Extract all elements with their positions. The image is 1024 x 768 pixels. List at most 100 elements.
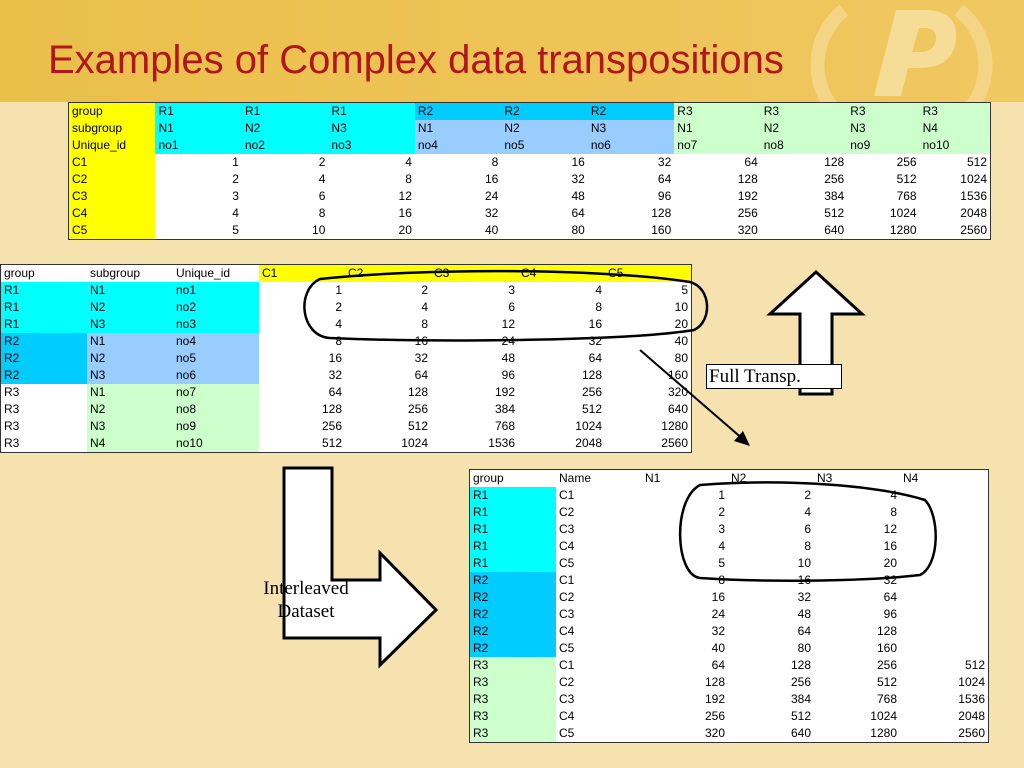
value-cell: 8	[328, 171, 415, 188]
name-cell: C2	[556, 674, 642, 691]
unique-id-cell: no10	[173, 435, 259, 452]
name-cell: C2	[556, 589, 642, 606]
header-cell: no3	[328, 137, 415, 154]
subgroup-cell: N2	[87, 299, 173, 316]
header-cell: no2	[241, 137, 329, 154]
value-cell: 128	[728, 657, 814, 674]
value-cell: 32	[587, 154, 675, 171]
column-header: C4	[518, 265, 605, 282]
header-cell: no6	[587, 137, 675, 154]
group-cell: R2	[470, 572, 556, 589]
value-cell: 5	[155, 222, 242, 239]
row-label-cell: C2	[69, 171, 156, 188]
group-cell: R3	[1, 384, 87, 401]
full-transp-text: Full Transp.	[709, 366, 801, 387]
header-cell: R1	[241, 103, 329, 120]
unique-id-cell: no4	[173, 333, 259, 350]
unique-id-cell: no1	[173, 282, 259, 299]
group-cell: R1	[1, 282, 87, 299]
name-cell: C1	[556, 487, 642, 504]
value-cell: 2560	[605, 435, 691, 452]
value-cell: 512	[814, 674, 900, 691]
value-cell: 128	[674, 171, 761, 188]
value-cell: 512	[847, 171, 920, 188]
name-cell: C5	[556, 640, 642, 657]
row-label-cell: C3	[69, 188, 156, 205]
row-header-cell: subgroup	[69, 120, 156, 137]
value-cell: 64	[674, 154, 761, 171]
column-header: Unique_id	[173, 265, 259, 282]
value-cell: 1280	[847, 222, 920, 239]
value-cell: 64	[345, 367, 431, 384]
full-transp-label: Full Transp.	[706, 364, 842, 389]
value-cell: 1024	[518, 418, 605, 435]
column-header: subgroup	[87, 265, 173, 282]
value-cell: 5	[642, 555, 728, 572]
value-cell: 96	[814, 606, 900, 623]
group-cell: R2	[1, 367, 87, 384]
value-cell: 128	[518, 367, 605, 384]
value-cell: 64	[728, 623, 814, 640]
value-cell: 32	[728, 589, 814, 606]
value-cell: 640	[728, 725, 814, 742]
value-cell	[900, 487, 988, 504]
subgroup-cell: N2	[87, 401, 173, 418]
name-cell: C4	[556, 623, 642, 640]
value-cell: 320	[642, 725, 728, 742]
value-cell: 80	[501, 222, 588, 239]
header-cell: R2	[501, 103, 588, 120]
value-cell: 16	[814, 538, 900, 555]
value-cell: 4	[728, 504, 814, 521]
subgroup-cell: N3	[87, 367, 173, 384]
name-cell: C5	[556, 555, 642, 572]
value-cell: 256	[518, 384, 605, 401]
group-cell: R3	[470, 708, 556, 725]
name-cell: C4	[556, 708, 642, 725]
group-cell: R1	[470, 487, 556, 504]
header-cell: N3	[587, 120, 675, 137]
value-cell: 1024	[900, 674, 988, 691]
group-cell: R1	[1, 316, 87, 333]
value-cell: 20	[328, 222, 415, 239]
header-cell: N2	[241, 120, 329, 137]
value-cell: 48	[501, 188, 588, 205]
column-header: group	[470, 470, 556, 487]
value-cell: 6	[241, 188, 329, 205]
header-cell: R3	[919, 103, 990, 120]
header-cell: R3	[847, 103, 920, 120]
value-cell: 1536	[919, 188, 990, 205]
value-cell: 6	[728, 521, 814, 538]
value-cell: 16	[414, 171, 502, 188]
value-cell: 20	[605, 316, 691, 333]
subgroup-cell: N4	[87, 435, 173, 452]
value-cell: 4	[241, 171, 329, 188]
value-cell: 16	[328, 205, 415, 222]
group-cell: R1	[470, 521, 556, 538]
value-cell	[900, 640, 988, 657]
diagonal-arrow-head-icon	[734, 431, 750, 446]
group-cell: R2	[470, 589, 556, 606]
slide-title: Examples of Complex data transpositions	[48, 38, 784, 82]
group-cell: R2	[470, 623, 556, 640]
column-header: N2	[728, 470, 814, 487]
value-cell: 10	[241, 222, 329, 239]
value-cell: 384	[728, 691, 814, 708]
value-cell	[900, 521, 988, 538]
value-cell: 512	[259, 435, 345, 452]
value-cell: 2	[642, 504, 728, 521]
value-cell: 256	[847, 154, 920, 171]
name-cell: C3	[556, 606, 642, 623]
unique-id-cell: no3	[173, 316, 259, 333]
value-cell: 8	[814, 504, 900, 521]
value-cell: 8	[345, 316, 431, 333]
